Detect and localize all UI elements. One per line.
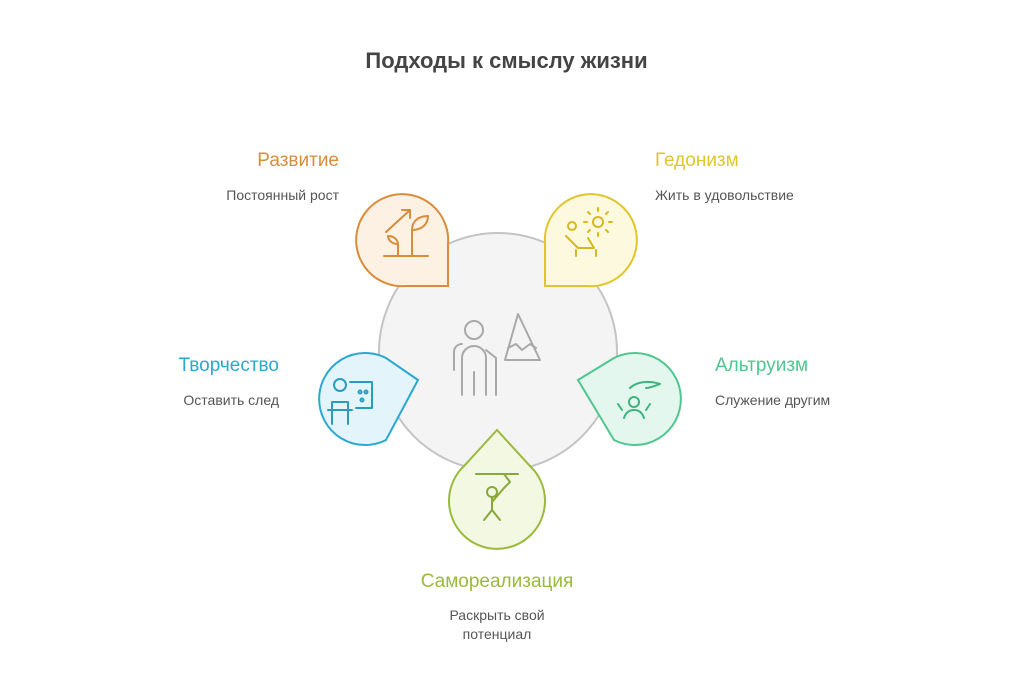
artist-palette-icon bbox=[327, 378, 373, 425]
drop-hedonism bbox=[543, 193, 638, 288]
desc-development: Постоянный рост bbox=[226, 187, 339, 203]
drop-altruism bbox=[576, 352, 682, 446]
desc-hedonism: Жить в удовольствие bbox=[655, 187, 794, 203]
drop-development bbox=[355, 193, 450, 288]
diagram-title: Подходы к смыслу жизни bbox=[365, 48, 648, 73]
label-hedonism: Гедонизм bbox=[655, 150, 739, 171]
elderly-person-mountain-icon bbox=[453, 313, 541, 396]
label-altruism: Альтруизм bbox=[715, 355, 809, 376]
helping-hand-icon bbox=[617, 380, 661, 419]
desc-self-realization: Раскрыть свой потенциал bbox=[397, 606, 597, 644]
drop-self-realization bbox=[448, 428, 546, 550]
desc-altruism: Служение другим bbox=[715, 392, 831, 408]
desc-creativity: Оставить след bbox=[183, 392, 279, 408]
sunbathing-icon bbox=[565, 207, 613, 257]
drop-creativity bbox=[318, 352, 420, 446]
person-reaching-icon bbox=[475, 473, 519, 521]
plant-growth-icon bbox=[383, 209, 429, 257]
label-development: Развитие bbox=[257, 150, 339, 171]
label-creativity: Творчество bbox=[178, 355, 279, 376]
desc-self-realization-line1: Раскрыть свой bbox=[449, 607, 545, 623]
desc-self-realization-line2: потенциал bbox=[462, 626, 532, 642]
label-self-realization: Самореализация bbox=[420, 571, 574, 592]
